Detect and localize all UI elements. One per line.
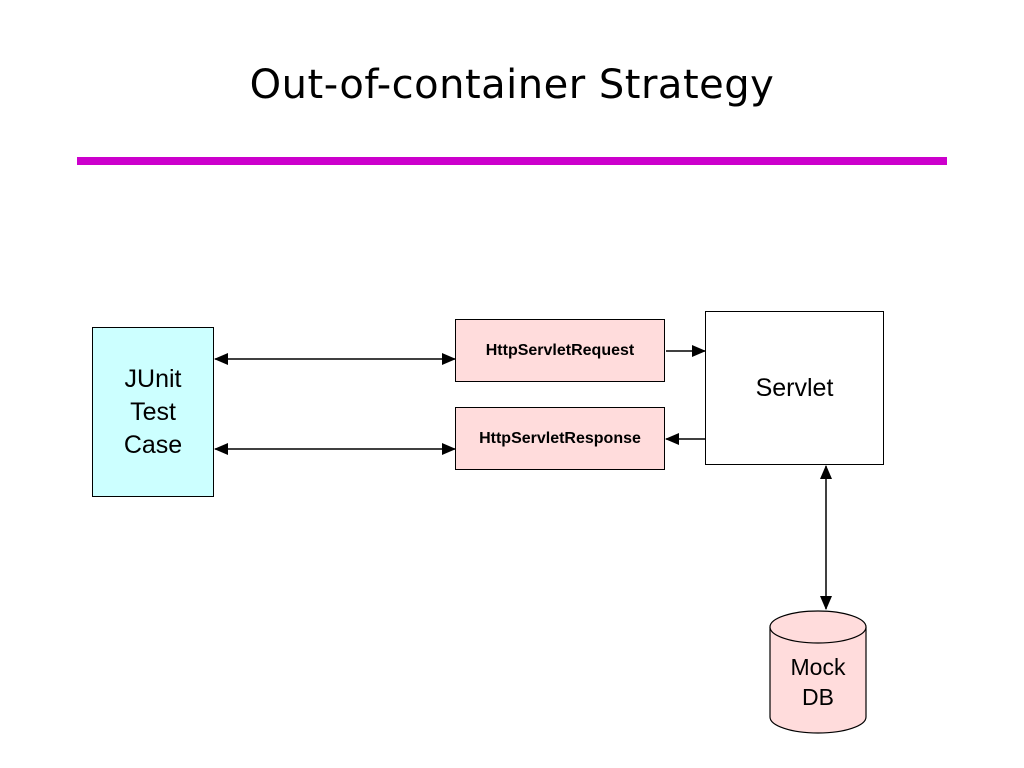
servlet-box: Servlet (705, 311, 884, 465)
http-servlet-response-box: HttpServletResponse (455, 407, 665, 470)
slide-title: Out-of-container Strategy (249, 62, 775, 108)
mock-db-label: Mock DB (790, 654, 846, 710)
junit-test-case-box: JUnit Test Case (92, 327, 214, 497)
http-servlet-request-box: HttpServletRequest (455, 319, 665, 382)
mock-db-cylinder (769, 610, 867, 734)
title-divider (77, 157, 947, 165)
